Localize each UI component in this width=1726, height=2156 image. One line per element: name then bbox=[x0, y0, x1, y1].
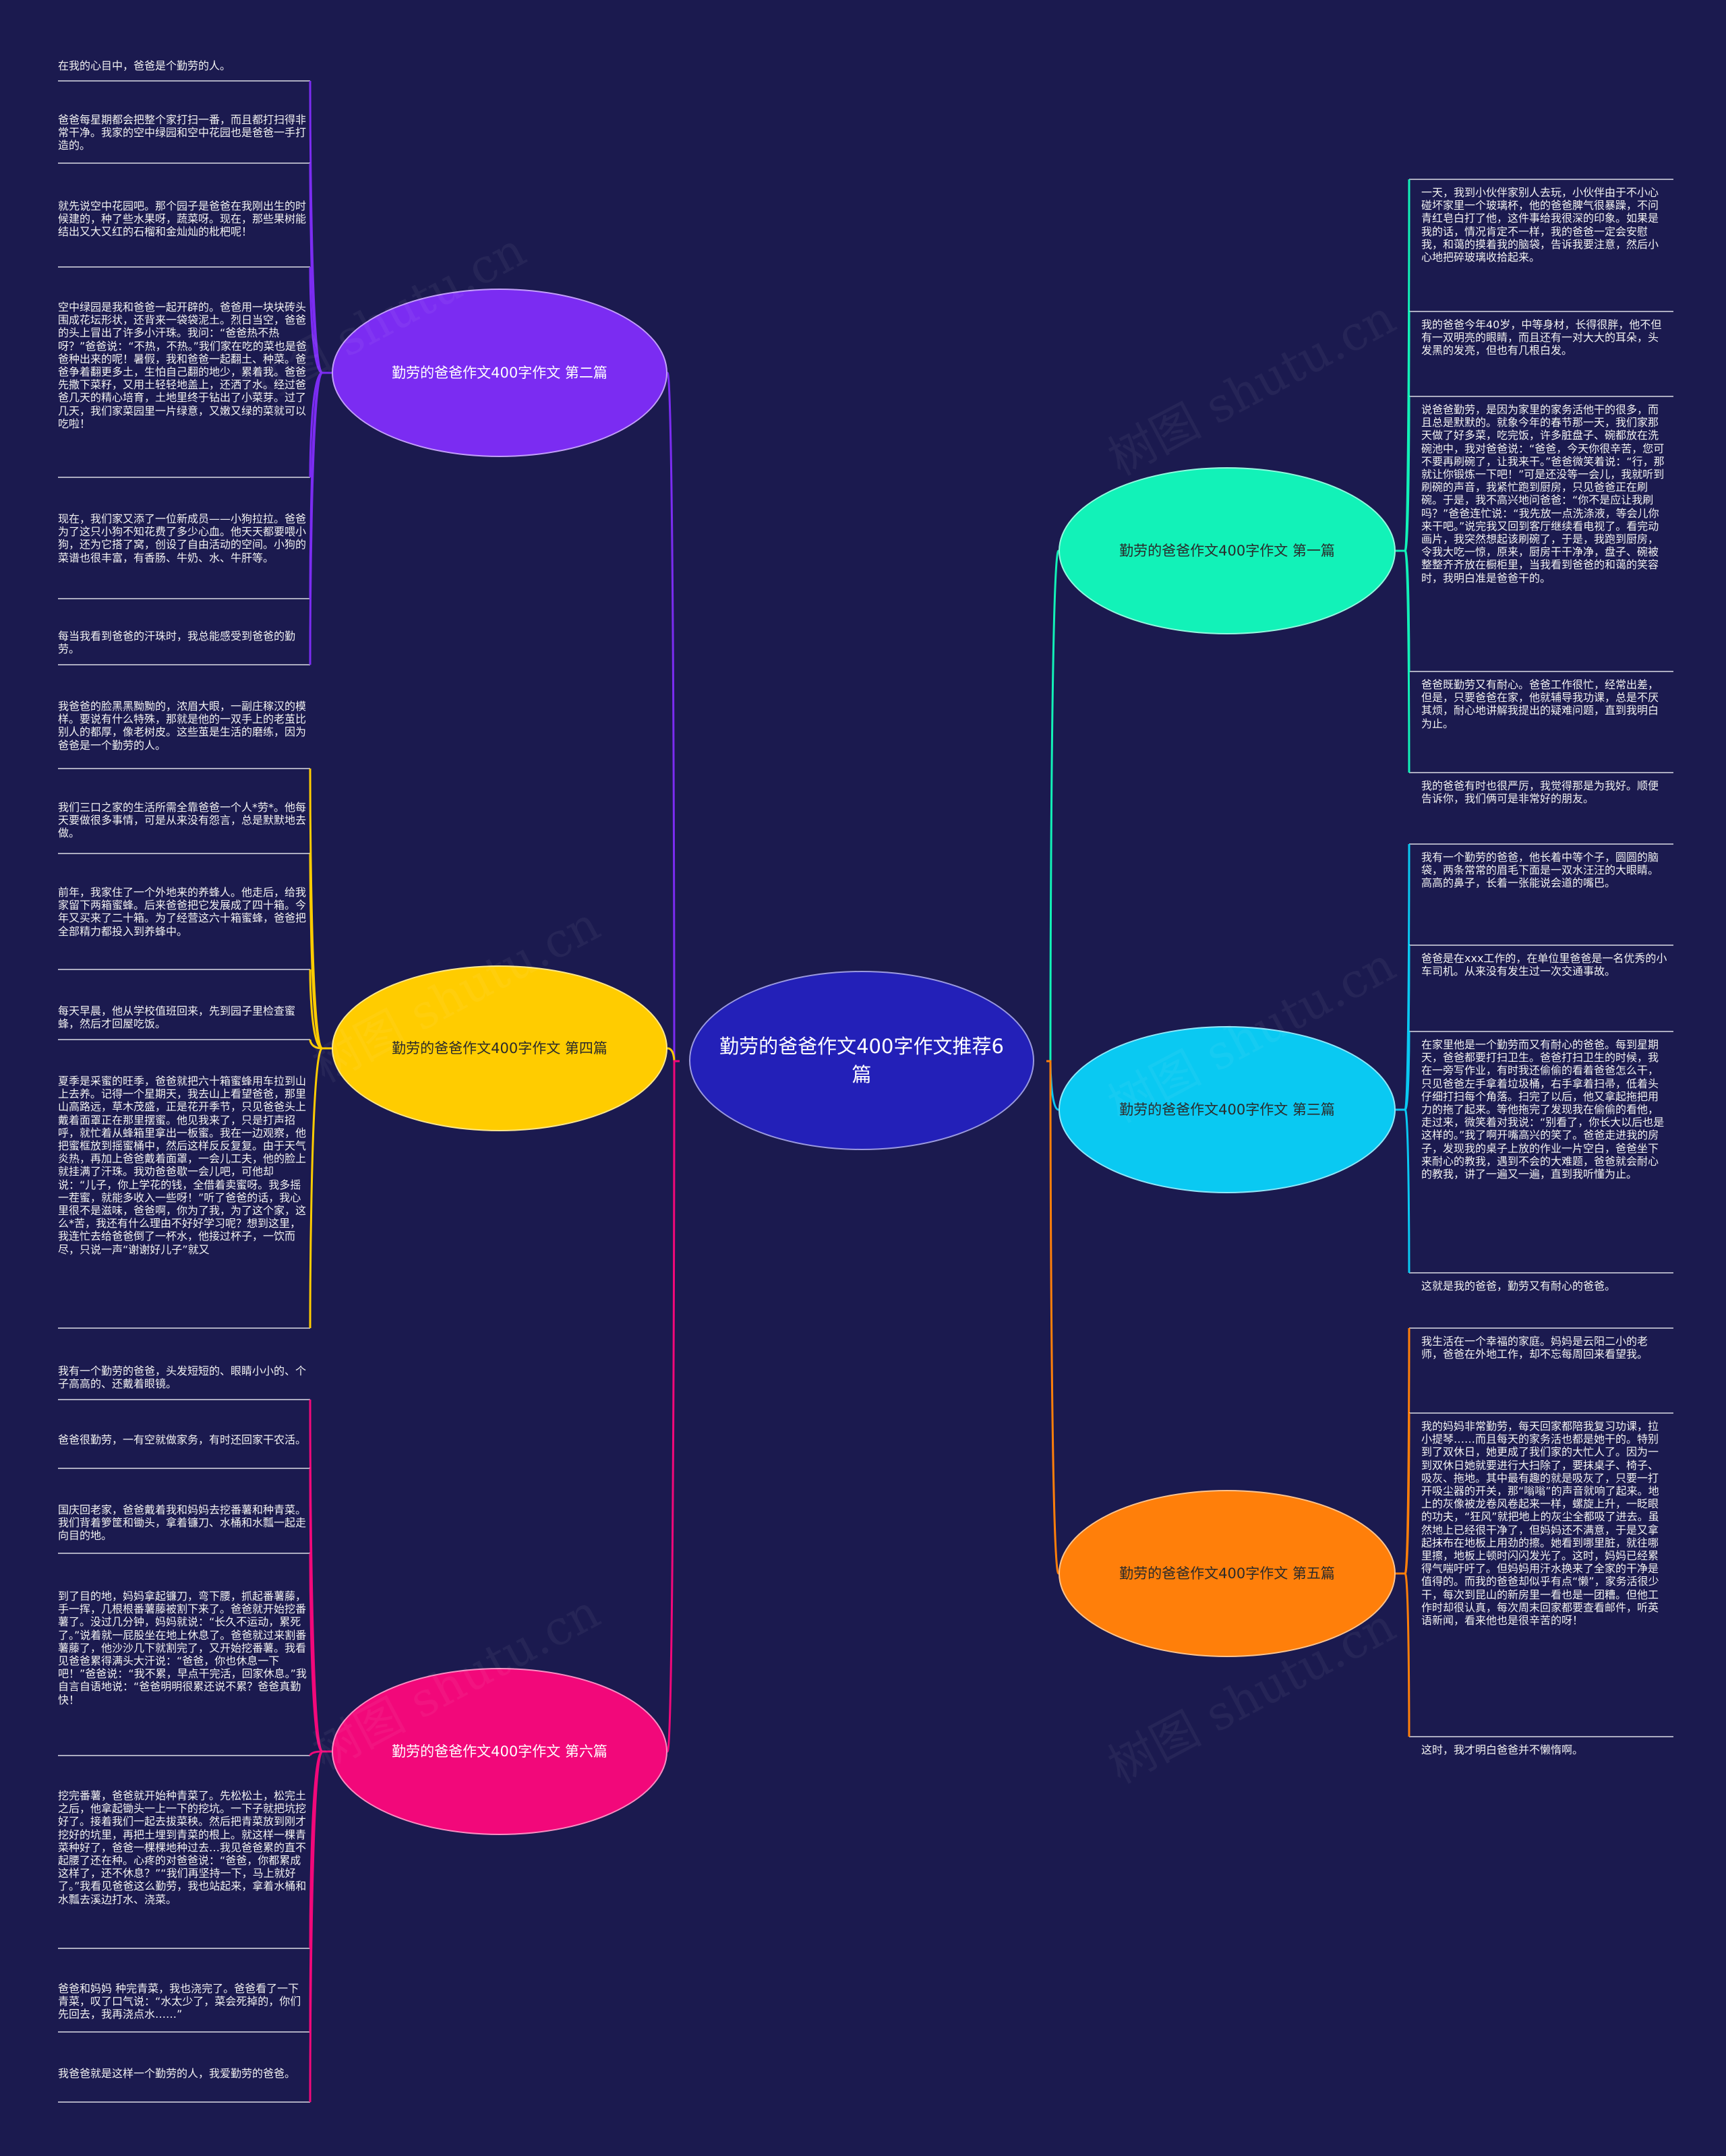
leaf-text: 国庆回老家，爸爸戴着我和妈妈去挖番薯和种青菜。我们背着箩筐和锄头，拿着镰刀、水桶… bbox=[58, 1503, 307, 1543]
leaf-text: 我爸爸的脸黑黑黝黝的，浓眉大眼，一副庄稼汉的模样。要说有什么特殊，那就是他的一双… bbox=[58, 700, 307, 752]
connector-line bbox=[309, 162, 332, 374]
leaf-text: 爸爸每星期都会把整个家打扫一番，而且都打扫得非常干净。我家的空中绿园和空中花园也… bbox=[58, 113, 307, 152]
leaf-text: 空中绿园是我和爸爸一起开辟的。爸爸用一块块砖头围成花坛形状，还背来一袋袋泥土。烈… bbox=[58, 301, 307, 430]
leaf-text: 一天，我到小伙伴家别人去玩，小伙伴由于不小心碰坏家里一个玻璃杯，他的爸爸脾气很暴… bbox=[1421, 186, 1659, 264]
leaf-text: 我生活在一个幸福的家庭。妈妈是云阳二小的老师，爸爸在外地工作，却不忘每周回来看望… bbox=[1421, 1335, 1648, 1361]
leaf-text: 说爸爸勤劳，是因为家里的家务活他干的很多，而且总是默默的。就象今年的春节那一天，… bbox=[1421, 403, 1665, 585]
branch-topic-4[interactable]: 勤劳的爸爸作文400字作文 第四篇 bbox=[332, 965, 667, 1131]
leaf-text: 我的爸爸有时也很严厉，我觉得那是为我好。顺便告诉你，我们俩可是非常好的朋友。 bbox=[1421, 779, 1659, 806]
branch-topic-2[interactable]: 勤劳的爸爸作文400字作文 第二篇 bbox=[332, 289, 667, 457]
branch-topic-3[interactable]: 勤劳的爸爸作文400字作文 第三篇 bbox=[1059, 1026, 1396, 1193]
connector-line bbox=[309, 1553, 332, 1753]
root-topic[interactable]: 勤劳的爸爸作文400字作文推荐6篇 bbox=[689, 971, 1034, 1150]
connector-line bbox=[309, 853, 332, 1050]
branch-topic-2-label: 勤劳的爸爸作文400字作文 第二篇 bbox=[392, 365, 607, 381]
connector-line bbox=[309, 266, 332, 374]
branch-topic-6[interactable]: 勤劳的爸爸作文400字作文 第六篇 bbox=[332, 1668, 667, 1835]
leaf-text: 我的爸爸今年40岁，中等身材，长得很胖，他不但有一双明亮的眼睛，而且还有一对大大… bbox=[1421, 318, 1662, 357]
leaf-text: 这就是我的爸爸，勤劳又有耐心的爸爸。 bbox=[1421, 1280, 1616, 1292]
leaf-text: 到了目的地，妈妈拿起镰刀，弯下腰，抓起番薯藤，手一挥，几根根番薯藤被割下来了。爸… bbox=[58, 1590, 307, 1706]
leaf-text: 现在，我们家又添了一位新成员——小狗拉拉。爸爸为了这只小狗不知花费了多少心血。他… bbox=[58, 512, 307, 564]
leaf-text: 爸爸和妈妈 种完青菜，我也浇完了。爸爸看了一下青菜，叹了口气说：“水太少了，菜会… bbox=[58, 1982, 301, 2021]
branch-topic-1[interactable]: 勤劳的爸爸作文400字作文 第一篇 bbox=[1059, 467, 1396, 634]
leaf-text: 就先说空中花园吧。那个园子是爸爸在我刚出生的时候建的，种了些水果呀，蔬菜呀。现在… bbox=[58, 200, 307, 239]
connector-line bbox=[309, 1750, 332, 2033]
connector-line bbox=[1046, 1060, 1060, 1575]
connector-line bbox=[1396, 1031, 1410, 1111]
branch-topic-4-label: 勤劳的爸爸作文400字作文 第四篇 bbox=[392, 1040, 607, 1056]
connector-line bbox=[1046, 1060, 1059, 1111]
leaf-text: 爸爸既勤劳又有耐心。爸爸工作很忙，经常出差，但是，只要爸爸在家，他就辅导我功课，… bbox=[1421, 678, 1659, 730]
leaf-text: 挖完番薯，爸爸就开始种青菜了。先松松土，松完土之后，他拿起锄头一上一下的挖坑。一… bbox=[58, 1789, 307, 1906]
leaf-text: 在家里他是一个勤劳而又有耐心的爸爸。每到星期天，爸爸都要打扫卫生。爸爸打扫卫生的… bbox=[1421, 1038, 1665, 1181]
leaf-text: 每当我看到爸爸的汗珠时，我总能感受到爸爸的勤劳。 bbox=[58, 630, 296, 656]
root-topic-label: 勤劳的爸爸作文400字作文推荐6篇 bbox=[719, 1035, 1004, 1086]
leaf-text: 这时，我才明白爸爸并不懒惰啊。 bbox=[1421, 1743, 1584, 1756]
leaf-text: 每天早晨，他从学校值班回来，先到园子里检查蜜蜂，然后才回屋吃饭。 bbox=[58, 1005, 296, 1031]
leaf-text: 在我的心目中，爸爸是个勤劳的人。 bbox=[58, 59, 231, 72]
leaf-text: 夏季是采蜜的旺季，爸爸就把六十箱蜜蜂用车拉到山上去养。记得一个星期天，我去山上看… bbox=[58, 1075, 307, 1256]
connector-line bbox=[309, 1750, 332, 2103]
branch-topic-3-label: 勤劳的爸爸作文400字作文 第三篇 bbox=[1119, 1102, 1335, 1118]
connector-line bbox=[1396, 1412, 1410, 1575]
connector-line bbox=[309, 371, 332, 665]
leaf-text: 爸爸是在xxx工作的，在单位里爸爸是一名优秀的小车司机。从来没有发生过一次交通事… bbox=[1421, 952, 1667, 978]
connector-line bbox=[1396, 549, 1410, 773]
leaf-text: 我爸爸就是这样一个勤劳的人，我爱勤劳的爸爸。 bbox=[58, 2067, 296, 2080]
connector-line bbox=[666, 1060, 680, 1753]
connector-line bbox=[1396, 396, 1410, 552]
leaf-text: 爸爸很勤劳，一有空就做家务，有时还回家干农活。 bbox=[58, 1433, 307, 1446]
connector-line bbox=[1396, 1108, 1410, 1274]
connector-line bbox=[1396, 1572, 1410, 1737]
leaf-text: 我们三口之家的生活所需全靠爸爸一个人*劳*。他每天要做很多事情，可是从来没有怨言… bbox=[58, 801, 307, 840]
leaf-text: 我有一个勤劳的爸爸，头发短短的、眼睛小小的、个子高高的、还戴着眼镜。 bbox=[58, 1365, 307, 1391]
leaf-text: 我有一个勤劳的爸爸，他长着中等个子，圆圆的脑袋，两条常常的眉毛下面是一双水汪汪的… bbox=[1421, 851, 1659, 890]
branch-topic-6-label: 勤劳的爸爸作文400字作文 第六篇 bbox=[392, 1743, 607, 1760]
branch-topic-5-label: 勤劳的爸爸作文400字作文 第五篇 bbox=[1119, 1565, 1335, 1582]
leaf-text: 我的妈妈非常勤劳，每天回家都陪我复习功课，拉小提琴……而且每天的家务活也都是她干… bbox=[1421, 1420, 1659, 1627]
branch-topic-1-label: 勤劳的爸爸作文400字作文 第一篇 bbox=[1119, 543, 1335, 559]
leaf-text: 前年，我家住了一个外地来的养蜂人。他走后，给我家留下两箱蜜蜂。后来爸爸把它发展成… bbox=[58, 886, 307, 938]
connector-line bbox=[1396, 945, 1410, 1111]
branch-topic-5[interactable]: 勤劳的爸爸作文400字作文 第五篇 bbox=[1059, 1490, 1396, 1657]
connector-line bbox=[309, 1047, 332, 1329]
connector-line bbox=[666, 371, 680, 1062]
connector-line bbox=[1046, 549, 1060, 1062]
